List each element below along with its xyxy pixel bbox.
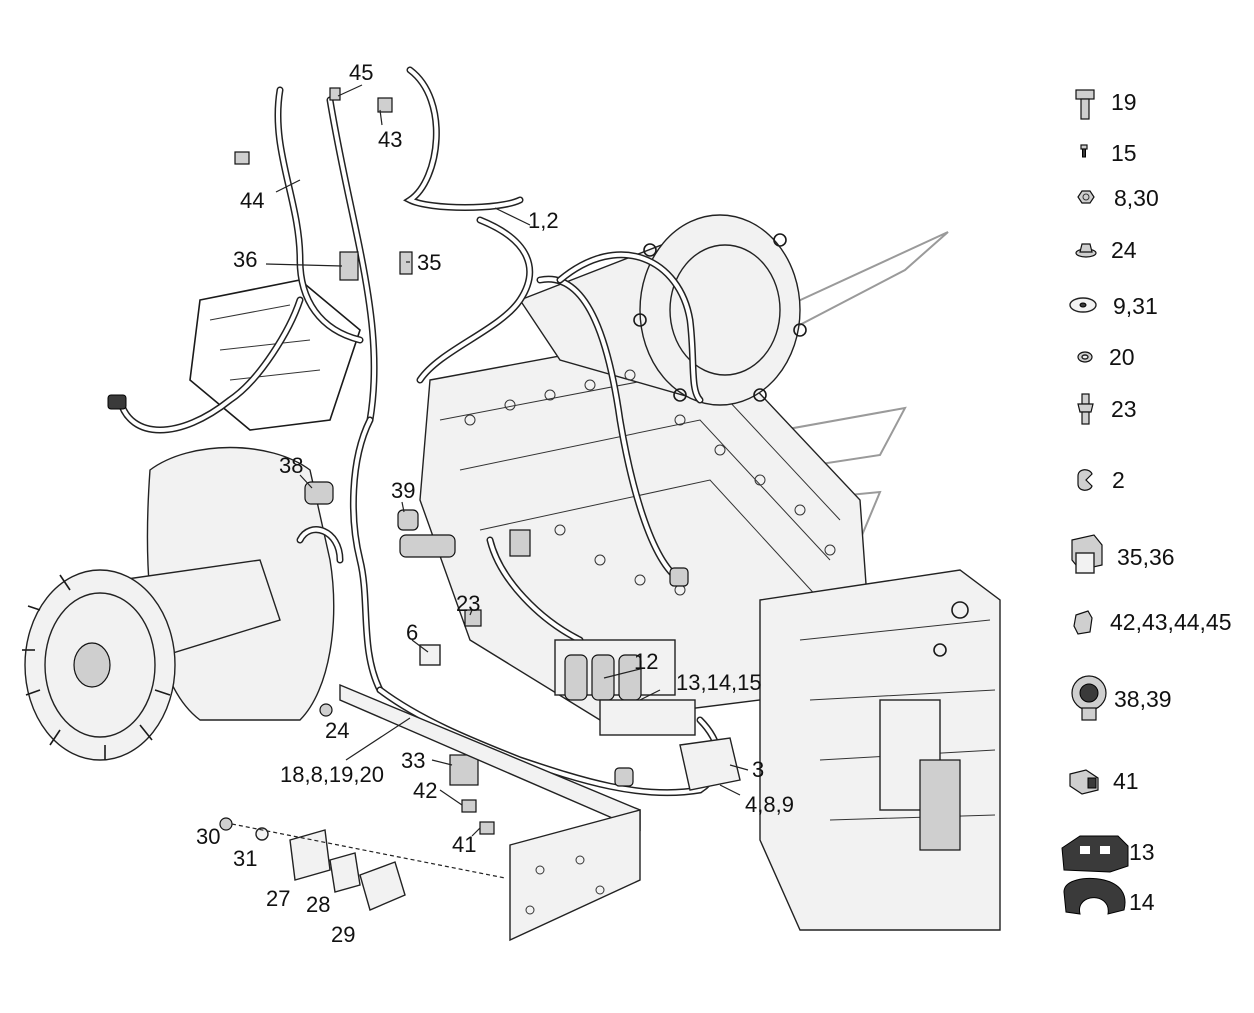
callout-42: 42 [413,778,437,803]
callout-29: 29 [331,922,355,947]
legend-label-19: 19 [1111,89,1137,115]
callout-27: 27 [266,886,290,911]
legend-label-41: 41 [1113,768,1139,794]
callout-1-2: 1,2 [528,208,559,233]
pressure-sensor-icon [1071,675,1107,721]
callout-35: 35 [417,250,441,275]
lock-washer-icon [1077,351,1093,363]
legend-label-2: 2 [1112,467,1125,493]
housing-bolts [464,369,836,596]
callout-3: 3 [752,757,764,782]
flange-nut-icon [1075,243,1097,258]
legend-label-35-36: 35,36 [1117,544,1175,570]
callout-31: 31 [233,846,257,871]
legend-label-23: 23 [1111,396,1137,422]
legend-label-42-43-44-45: 42,43,44,45 [1110,609,1232,635]
legend-label-13: 13 [1129,839,1155,865]
bolt-icon [1075,89,1095,120]
legend-label-14: 14 [1129,889,1155,915]
callout-labels: 45 43 44 1,2 36 35 38 39 23 6 12 13,14,1… [196,60,794,947]
cable-holder-icon [1063,878,1126,915]
callout-30: 30 [196,824,220,849]
callout-23: 23 [456,591,480,616]
callout-43: 43 [378,127,402,152]
clip-icon [1077,469,1093,491]
callout-36: 36 [233,247,257,272]
legend-label-24: 24 [1111,237,1137,263]
callout-13-14-15: 13,14,15 [676,670,762,695]
legend-label-9-31: 9,31 [1113,293,1158,319]
callout-12: 12 [634,649,658,674]
callout-18-8-19-20: 18,8,19,20 [280,762,384,787]
callout-4-8-9: 4,8,9 [745,792,794,817]
callout-44: 44 [240,188,264,213]
small-screw-icon [1080,144,1088,158]
relay-icon [1071,534,1103,574]
connector-icon [1073,610,1093,635]
legend-label-15: 15 [1111,140,1137,166]
left-axle-assembly [22,279,361,761]
parts-legend: 19 15 8,30 24 9,31 20 [1061,89,1232,915]
engine-block [759,569,1001,931]
callout-39: 39 [391,478,415,503]
legend-label-8-30: 8,30 [1114,185,1159,211]
callout-38: 38 [279,453,303,478]
legend-label-20: 20 [1109,344,1135,370]
hex-nut-icon [1077,190,1095,204]
callout-28: 28 [306,892,330,917]
callout-45: 45 [349,60,373,85]
callout-24: 24 [325,718,349,743]
leader-lines [265,84,749,837]
callout-41: 41 [452,832,476,857]
callout-33: 33 [401,748,425,773]
stud-bolt-icon [1077,393,1094,425]
plug-icon [1069,769,1099,795]
callout-6: 6 [406,620,418,645]
harness-components [107,87,741,942]
legend-label-38-39: 38,39 [1114,686,1172,712]
flat-washer-icon [1069,297,1097,313]
clamp-bracket-icon [1061,835,1129,873]
